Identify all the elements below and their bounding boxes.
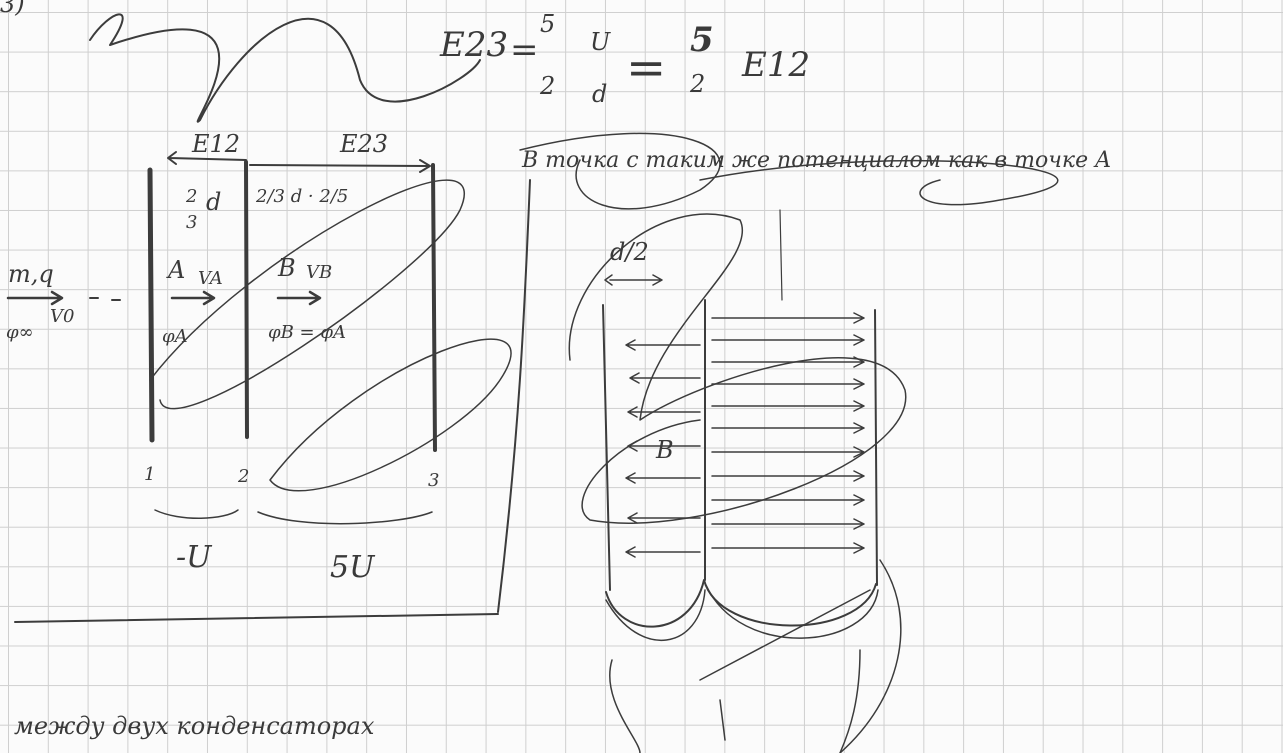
formula-frac-c-den: 2 bbox=[690, 70, 706, 98]
plate-label-2: 2 bbox=[238, 466, 250, 487]
field-label-e12: E12 bbox=[192, 130, 241, 158]
footer-text: между двух конденсаторах bbox=[14, 712, 375, 740]
point-a-label: A bbox=[168, 256, 186, 284]
plate-label-1: 1 bbox=[144, 464, 156, 485]
va-label: VA bbox=[198, 268, 223, 289]
formula-frac-c-num: 5 bbox=[690, 20, 714, 60]
plate-1 bbox=[147, 167, 155, 443]
phi-inf-label: φ∞ bbox=[6, 322, 34, 343]
problem-number: 3) bbox=[0, 0, 25, 18]
voltage-left: -U bbox=[176, 540, 212, 575]
phi-eq-label: φB = φA bbox=[268, 322, 346, 343]
point-b-label: B bbox=[278, 254, 296, 282]
field-label-e23: E23 bbox=[340, 130, 389, 158]
formula-frac-b-den: d bbox=[592, 80, 608, 108]
formula-eq1: = bbox=[510, 30, 539, 70]
note-text: B точка с таким же потенциалом как в точ… bbox=[522, 148, 1111, 173]
distance-left-den: 3 bbox=[186, 212, 198, 233]
v0-label: V0 bbox=[50, 306, 75, 327]
formula-lhs: E23 bbox=[440, 25, 509, 65]
formula-frac-a-den: 2 bbox=[540, 72, 556, 100]
formula-frac-a-num: 5 bbox=[540, 10, 556, 38]
formula-frac-b-num: U bbox=[590, 28, 611, 56]
vb-label: VB bbox=[306, 262, 333, 283]
distance-left-num: 2 bbox=[186, 186, 198, 207]
voltage-right: 5U bbox=[330, 550, 375, 585]
formula-rhs: E12 bbox=[742, 45, 811, 85]
plate-2 bbox=[244, 160, 249, 439]
right-plate-3 bbox=[874, 309, 878, 586]
distance-left-var: d bbox=[206, 188, 222, 216]
right-plate-1 bbox=[602, 304, 611, 591]
particle-label: m,q bbox=[8, 260, 54, 288]
right-point-b-label: B bbox=[656, 436, 674, 464]
right-distance-label: d/2 bbox=[610, 238, 649, 266]
plate-label-3: 3 bbox=[428, 470, 440, 491]
formula-eq2: = bbox=[626, 40, 667, 96]
plate-3 bbox=[431, 163, 437, 452]
distance-right: 2/3 d · 2/5 bbox=[256, 186, 349, 207]
phi-a-label: φA bbox=[162, 326, 188, 347]
